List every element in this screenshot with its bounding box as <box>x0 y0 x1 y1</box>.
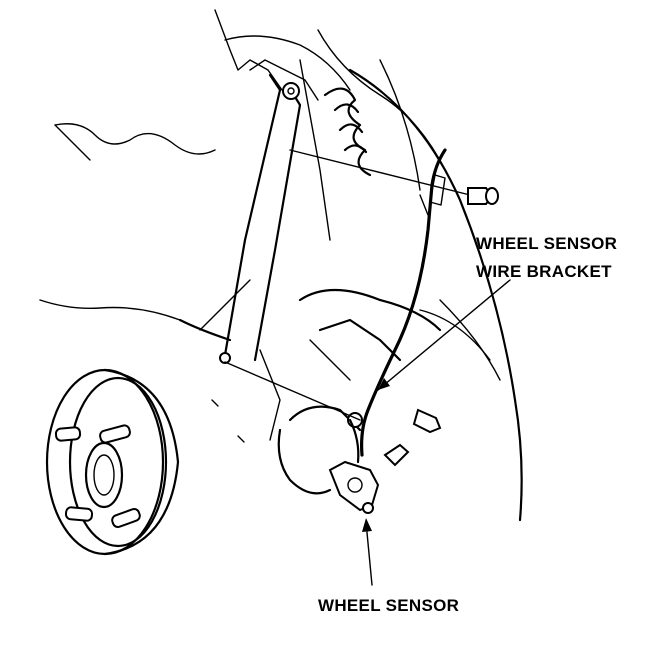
wheel-sensor-label: WHEEL SENSOR <box>318 596 460 615</box>
body-outline <box>39 9 446 321</box>
upper-bolt <box>282 82 300 100</box>
clip <box>211 352 361 443</box>
upper-bracket-bolt <box>289 149 499 205</box>
knuckle <box>259 288 491 495</box>
sensor-wire <box>360 148 447 457</box>
sensor-leader <box>362 518 373 586</box>
strut-arm <box>178 59 319 362</box>
wheel-sensor-body <box>328 418 380 514</box>
wheel-sensor-wire-bracket-label-line1: WHEEL SENSOR <box>476 234 618 253</box>
fender-line <box>348 68 523 522</box>
wheel-sensor-wire-bracket-label-line2: WIRE BRACKET <box>476 262 612 281</box>
brake-disc <box>45 368 180 556</box>
bracket-leader <box>377 279 511 391</box>
coil-spring <box>299 59 421 241</box>
